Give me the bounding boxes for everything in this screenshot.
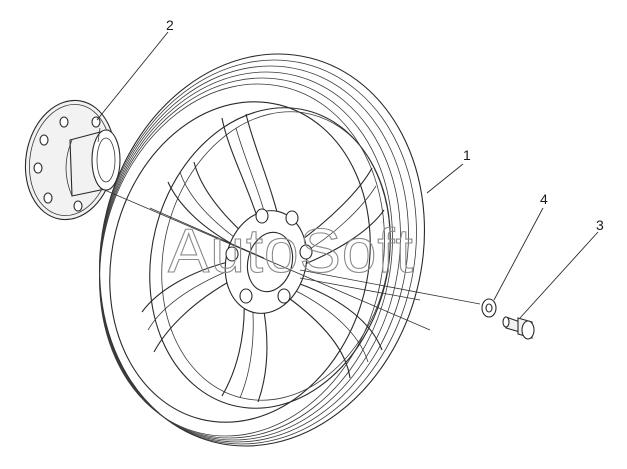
leader-lines	[96, 31, 599, 319]
callout-washer: 4	[540, 191, 548, 207]
callout-wheel: 1	[463, 147, 471, 163]
assembly-axis-lines	[99, 187, 481, 331]
hub-flange-part	[24, 99, 121, 221]
washer-part	[481, 298, 497, 318]
callout-hub-flange: 2	[166, 17, 174, 33]
callout-bolt: 3	[596, 217, 604, 233]
watermark-text: AutoSoft	[168, 217, 414, 286]
wheel-part	[98, 53, 426, 447]
bolt-part	[502, 316, 535, 340]
